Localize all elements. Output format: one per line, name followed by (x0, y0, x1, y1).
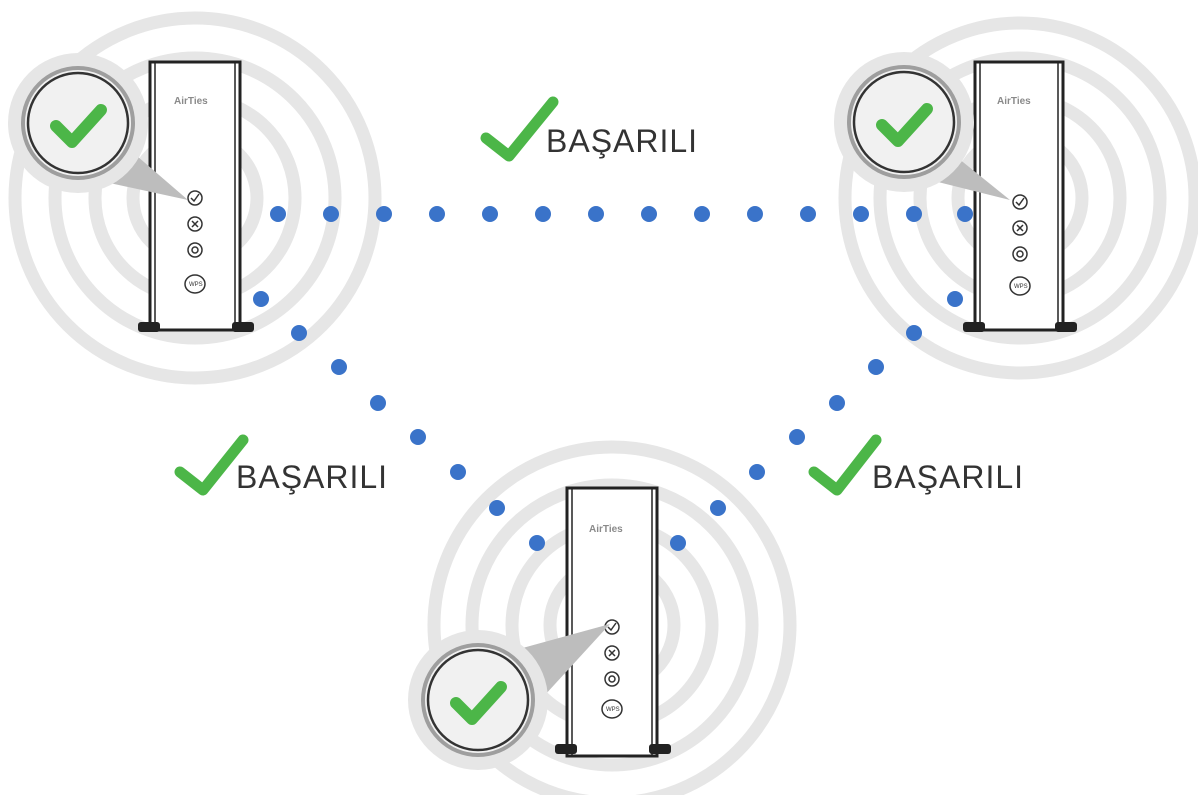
device-foot-left (555, 744, 577, 754)
link-right-status-label: BAŞARILI (872, 459, 1024, 495)
device-bottom: AirTies WPS (555, 486, 671, 758)
brand-logo: AirTies (997, 96, 1031, 107)
device-foot-right (649, 744, 671, 754)
link-left-status: BAŞARILI (174, 434, 388, 496)
x-led-icon (604, 645, 620, 661)
device-body (148, 60, 242, 332)
device-foot-right (1055, 322, 1077, 332)
link-top-status-label: BAŞARILI (546, 123, 698, 159)
link-left-dots (253, 291, 545, 551)
gear-led-icon (187, 242, 203, 258)
check-led-icon (1012, 194, 1028, 210)
device-body (565, 486, 659, 758)
status-badge-bottom (408, 630, 548, 770)
check-icon (50, 104, 107, 148)
check-icon (450, 681, 507, 725)
link-right-dots (670, 291, 963, 551)
gear-led-icon (1012, 246, 1028, 262)
check-icon (808, 434, 882, 496)
x-led-icon (1012, 220, 1028, 236)
x-led-icon (187, 216, 203, 232)
wps-button-label: WPS (1014, 284, 1028, 290)
brand-logo: AirTies (174, 96, 208, 107)
link-top-dots (270, 206, 973, 222)
device-foot-right (232, 322, 254, 332)
check-led-icon (187, 190, 203, 206)
device-foot-left (138, 322, 160, 332)
device-body (973, 60, 1065, 332)
status-badge-left (8, 53, 148, 193)
wps-button-label: WPS (606, 707, 620, 713)
brand-logo: AirTies (589, 524, 623, 535)
gear-led-icon (604, 671, 620, 687)
link-left-status-label: BAŞARILI (236, 459, 388, 495)
check-icon (480, 96, 559, 162)
wps-button[interactable]: WPS (1009, 276, 1031, 296)
device-left: AirTies WPS (138, 60, 254, 332)
link-top-status: BAŞARILI (480, 96, 698, 162)
check-icon (174, 434, 249, 496)
wps-button[interactable]: WPS (184, 274, 206, 294)
device-right: AirTies WPS (963, 60, 1077, 332)
wps-button[interactable]: WPS (601, 699, 623, 719)
check-icon (876, 103, 933, 147)
link-right-status: BAŞARILI (808, 434, 1024, 496)
status-badge-right (834, 52, 974, 192)
wps-button-label: WPS (189, 282, 203, 288)
device-foot-left (963, 322, 985, 332)
